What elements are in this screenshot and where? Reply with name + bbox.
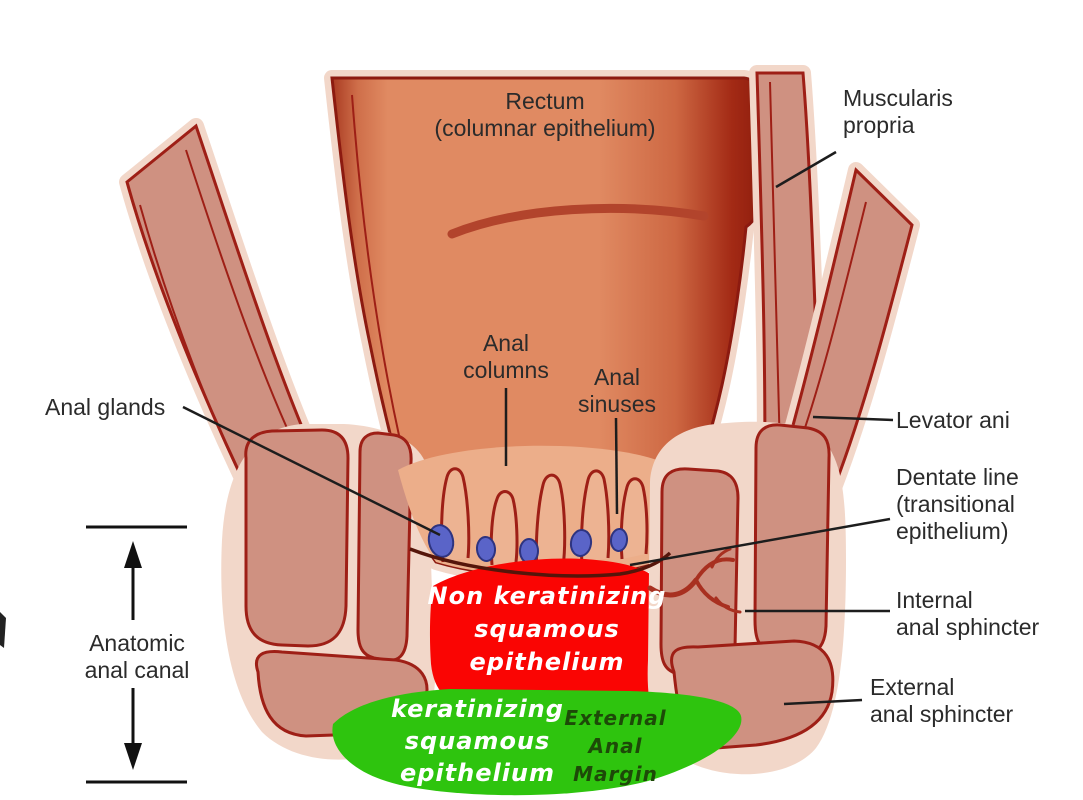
label-levator-ani: Levator ani bbox=[896, 407, 1010, 433]
internal-sphincter-left bbox=[244, 428, 350, 648]
internal-sphincter-left-inner bbox=[356, 431, 413, 662]
rectum-wall-detail bbox=[351, 94, 401, 441]
leader-anal-sinuses bbox=[614, 417, 619, 515]
non-keratinizing-zone-shape bbox=[429, 558, 662, 708]
label-internal-anal-sphincter: Internal anal sphincter bbox=[896, 587, 1040, 640]
anal-column bbox=[489, 490, 519, 566]
label-anal-glands: Anal glands bbox=[45, 394, 166, 420]
label-dentate-line: Dentate line (transitional epithelium) bbox=[896, 464, 1019, 544]
anal-gland bbox=[475, 536, 497, 562]
arrow-down-icon bbox=[124, 743, 142, 770]
annotation-keratinizing: keratinizing squamous epithelium bbox=[391, 695, 564, 787]
arrow-up-icon bbox=[124, 541, 142, 568]
anal-canal-mucosa bbox=[398, 445, 690, 577]
right-sphincter-complex bbox=[647, 421, 846, 775]
annotation-non-keratinizing: Non keratinizing squamous epithelium bbox=[427, 582, 667, 676]
label-anal-sinuses: Anal sinuses bbox=[578, 364, 656, 417]
rectal-fold-line bbox=[447, 203, 709, 239]
anal-glands-group bbox=[427, 524, 629, 564]
internal-sphincter-right-outer bbox=[753, 423, 831, 656]
dentate-line-curve bbox=[409, 547, 672, 578]
leader-muscularis-propria bbox=[775, 150, 837, 189]
keratinizing-zone-shape bbox=[332, 689, 742, 796]
leader-lines bbox=[182, 150, 894, 706]
leader-anal-glands bbox=[182, 405, 441, 537]
anatomic-canal-measure bbox=[86, 525, 187, 784]
anal-column bbox=[534, 473, 567, 570]
label-rectum: Rectum (columnar epithelium) bbox=[434, 88, 656, 141]
label-external-anal-sphincter: External anal sphincter bbox=[870, 674, 1014, 727]
leader-levator-ani bbox=[812, 415, 894, 422]
label-muscularis-propria: Muscularis propria bbox=[843, 85, 953, 138]
label-anatomic-anal-canal: Anatomic anal canal bbox=[84, 630, 190, 683]
label-anal-columns: Anal columns bbox=[463, 330, 549, 383]
leader-external-sphincter bbox=[783, 698, 863, 706]
anal-gland bbox=[609, 528, 629, 552]
anal-gland bbox=[569, 529, 593, 557]
edge-artifact bbox=[0, 612, 6, 648]
annotation-external-anal-margin: External Anal Margin bbox=[564, 706, 667, 786]
leader-dentate-line bbox=[629, 517, 891, 567]
hemorrhoidal-vessel bbox=[647, 547, 742, 614]
anal-gland bbox=[519, 538, 539, 564]
